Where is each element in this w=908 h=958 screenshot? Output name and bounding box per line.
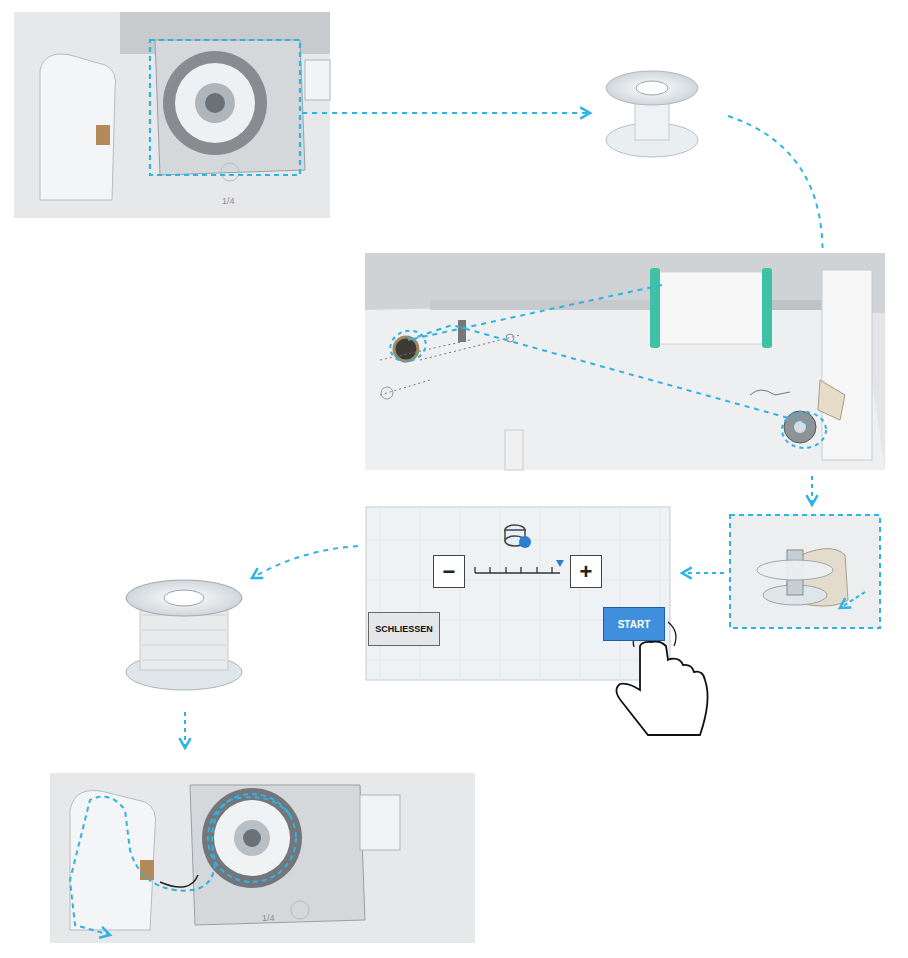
inserted-bobbin-photo [50,773,475,943]
button-text: START [618,619,651,630]
touch-screen [366,507,670,680]
button-text: SCHLIESSEN [375,624,433,634]
plate-marking: 1/4 [222,196,235,206]
wound-bobbin [126,580,242,690]
flow-arrow [252,546,358,578]
close-button: SCHLIESSEN [368,612,440,646]
button-text: + [580,559,593,585]
plate-marking: 1/4 [262,913,275,923]
flow-arrow [811,476,813,505]
flow-arrow [682,572,724,574]
flow-arrow [184,712,186,748]
empty-bobbin [606,71,698,157]
start-button: START [603,607,665,641]
winding-photo [365,253,885,470]
button-text: − [443,559,456,585]
plus-button: + [570,555,602,588]
minus-button: − [433,555,465,588]
bobbin-case-photo [14,12,330,218]
flow-arrow [302,112,590,114]
winder-photo [730,515,880,628]
